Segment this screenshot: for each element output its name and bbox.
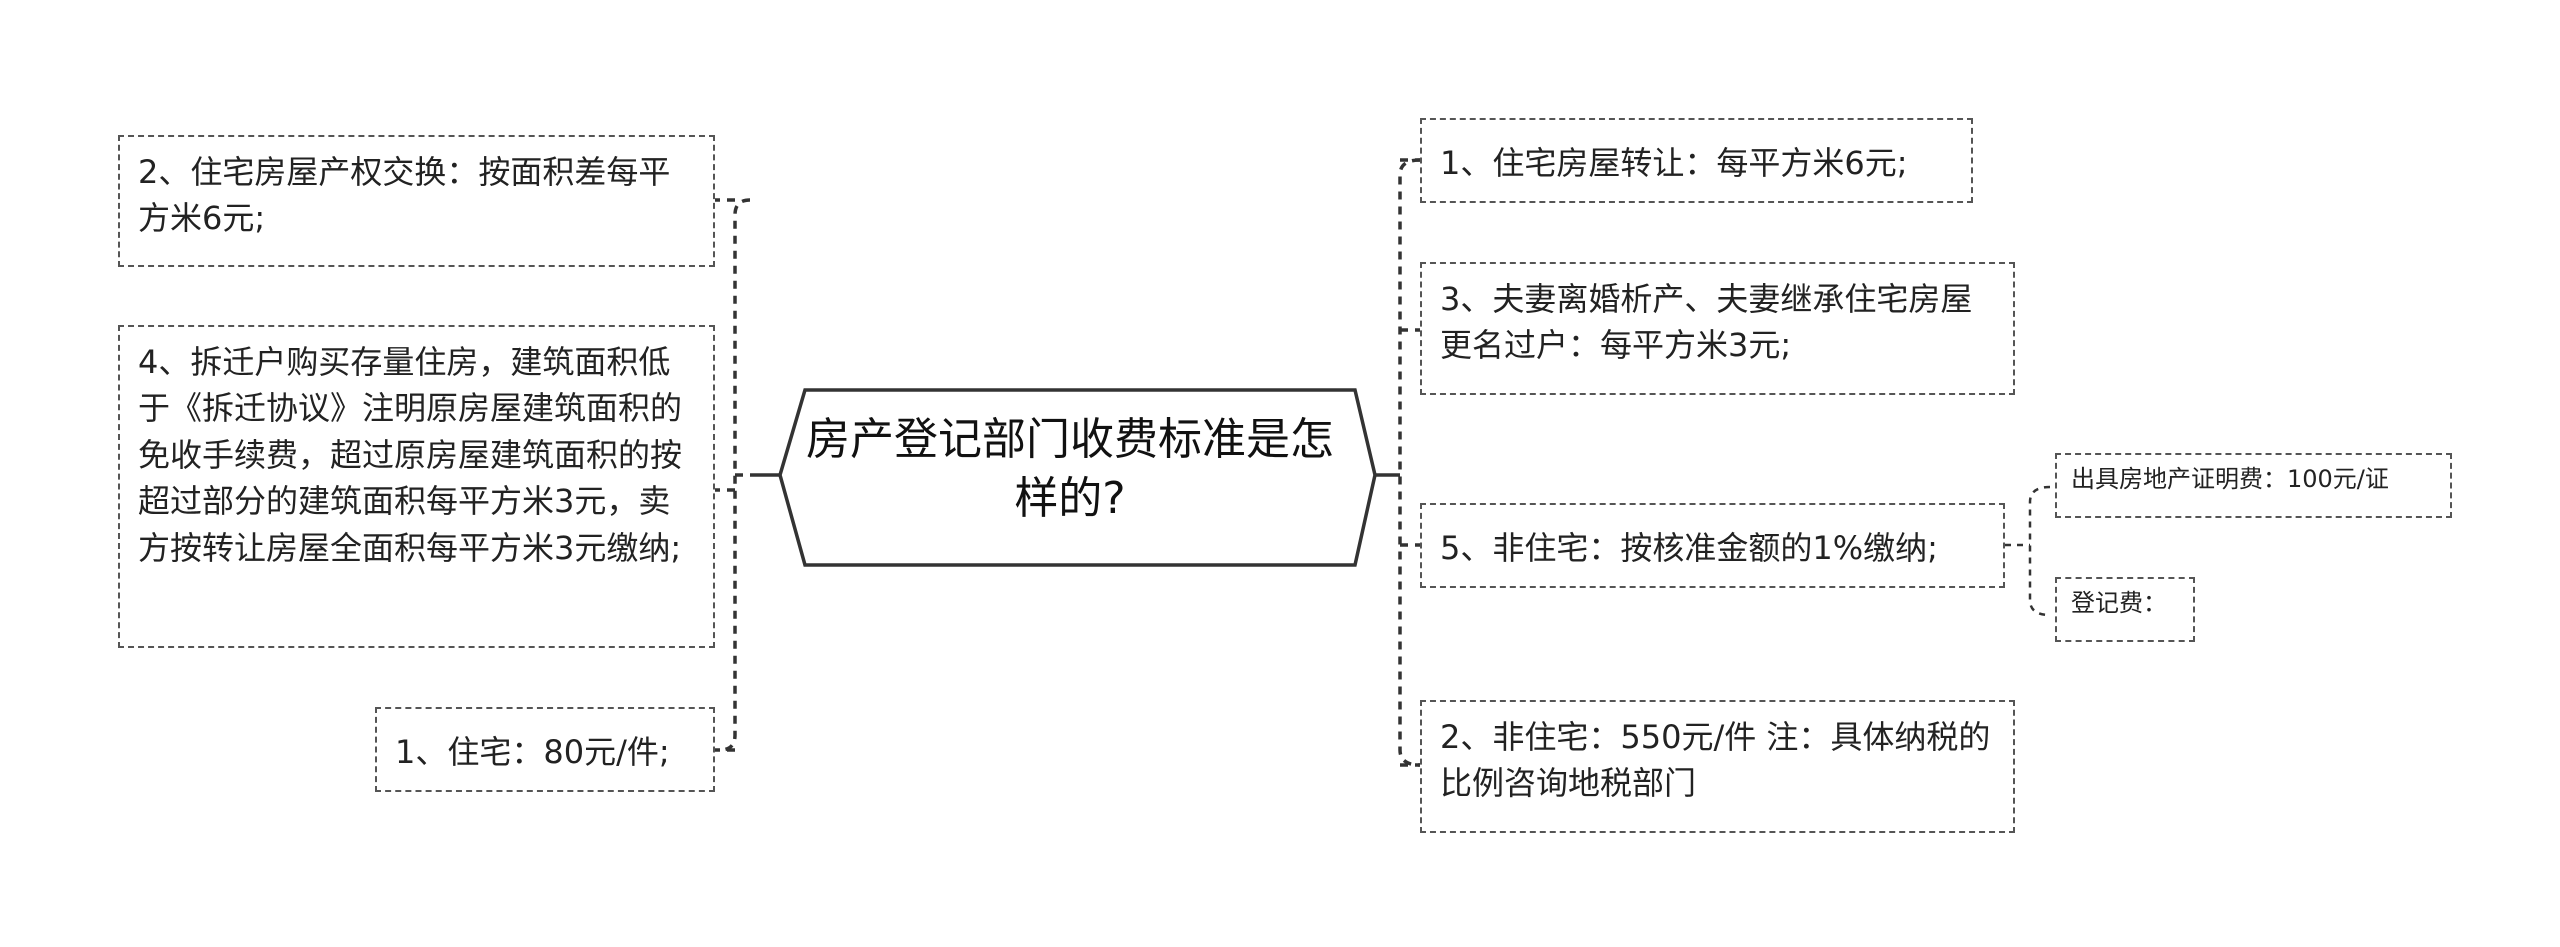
left-branch-node: 4、拆迁户购买存量住房，建筑面积低于《拆迁协议》注明原房屋建筑面积的免收手续费，… — [118, 325, 715, 648]
left-branch-text: 4、拆迁户购买存量住房，建筑面积低于《拆迁协议》注明原房屋建筑面积的免收手续费，… — [138, 343, 683, 567]
right-branch-text: 2、非住宅：550元/件 注：具体纳税的比例咨询地税部门 — [1440, 718, 1991, 803]
right-branch-node: 1、住宅房屋转让：每平方米6元; — [1420, 118, 1973, 203]
right-branch-text: 5、非住宅：按核准金额的1%缴纳; — [1440, 529, 1938, 567]
central-topic: 房产登记部门收费标准是怎样的? — [806, 414, 1334, 525]
left-branch-node: 1、住宅：80元/件; — [375, 707, 715, 792]
left-branch-node: 2、住宅房屋产权交换：按面积差每平方米6元; — [118, 135, 715, 267]
right-branch-text: 1、住宅房屋转让：每平方米6元; — [1440, 144, 1908, 182]
sub-branch-text: 登记费： — [2071, 589, 2167, 617]
right-connectors — [1375, 158, 1421, 767]
right-branch-node: 3、夫妻离婚析产、夫妻继承住宅房屋更名过户：每平方米3元; — [1420, 262, 2015, 395]
left-branch-text: 2、住宅房屋产权交换：按面积差每平方米6元; — [138, 153, 671, 238]
left-connectors — [715, 198, 780, 752]
sub-branch-node: 出具房地产证明费：100元/证 — [2055, 453, 2452, 518]
right-branch-text: 3、夫妻离婚析产、夫妻继承住宅房屋更名过户：每平方米3元; — [1440, 280, 1973, 365]
right-branch-node: 5、非住宅：按核准金额的1%缴纳; — [1420, 503, 2005, 588]
left-branch-text: 1、住宅：80元/件; — [395, 733, 670, 771]
right-branch-node: 2、非住宅：550元/件 注：具体纳税的比例咨询地税部门 — [1420, 700, 2015, 833]
sub-branch-node: 登记费： — [2055, 577, 2195, 642]
sub-connectors — [2005, 485, 2051, 617]
sub-branch-text: 出具房地产证明费：100元/证 — [2071, 465, 2389, 493]
